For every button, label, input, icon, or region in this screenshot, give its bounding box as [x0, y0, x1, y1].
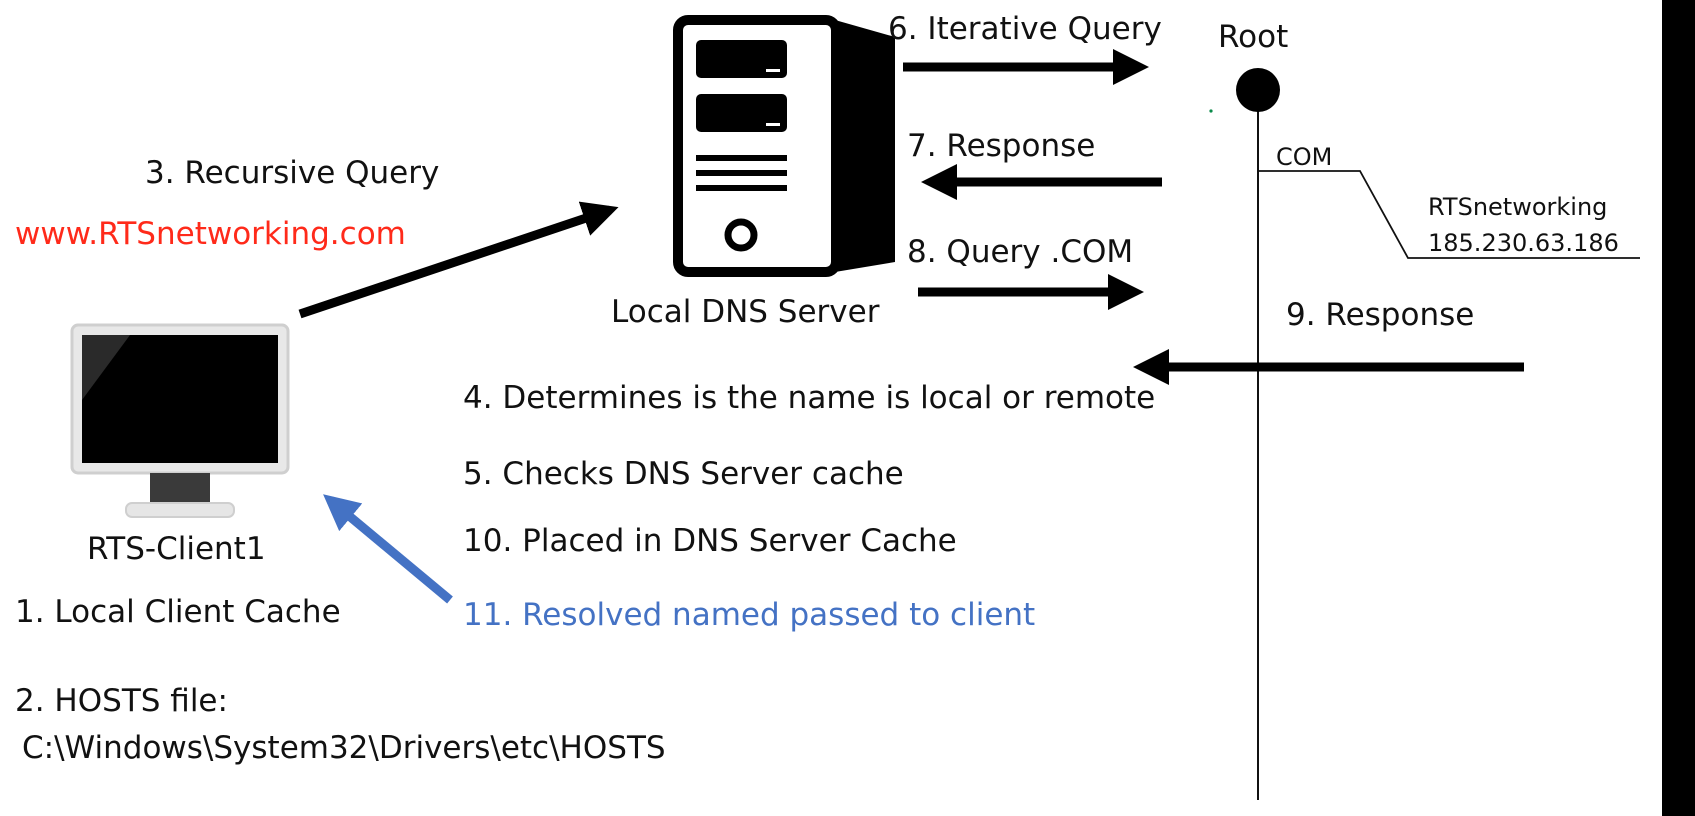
rts-host-label: RTSnetworking	[1428, 193, 1608, 221]
response-9-label: 9. Response	[1286, 297, 1475, 333]
com-label: COM	[1276, 143, 1333, 171]
resolved-arrow	[323, 494, 453, 604]
query-com-label: 8. Query .COM	[907, 234, 1134, 270]
response-7-label: 7. Response	[907, 128, 1096, 164]
client-name-label: RTS-Client1	[87, 531, 266, 567]
placed-cache-label: 10. Placed in DNS Server Cache	[463, 523, 957, 559]
desktop-monitor-icon	[70, 323, 290, 518]
hosts-file-label: 2. HOSTS file:	[15, 683, 228, 719]
domain-label: www.RTSnetworking.com	[15, 216, 406, 252]
hosts-path-label: C:\Windows\System32\Drivers\etc\HOSTS	[22, 730, 666, 766]
determines-label: 4. Determines is the name is local or re…	[463, 380, 1156, 416]
recursive-query-label: 3. Recursive Query	[145, 155, 440, 191]
iterative-query-label: 6. Iterative Query	[888, 11, 1162, 47]
tiny-dot	[1209, 109, 1213, 113]
checks-cache-label: 5. Checks DNS Server cache	[463, 456, 904, 492]
root-label: Root	[1218, 19, 1289, 55]
resolved-label: 11. Resolved named passed to client	[463, 597, 1036, 633]
root-tree	[1209, 68, 1640, 800]
recursive-query-arrow	[298, 201, 619, 319]
local-cache-label: 1. Local Client Cache	[15, 594, 341, 630]
server-tower-icon	[673, 15, 895, 277]
rts-ip-label: 185.230.63.186	[1428, 229, 1619, 257]
root-node-icon	[1236, 68, 1280, 112]
right-edge-bar	[1662, 0, 1695, 816]
com-branch-line	[1258, 170, 1640, 259]
local-dns-server-label: Local DNS Server	[611, 294, 880, 330]
